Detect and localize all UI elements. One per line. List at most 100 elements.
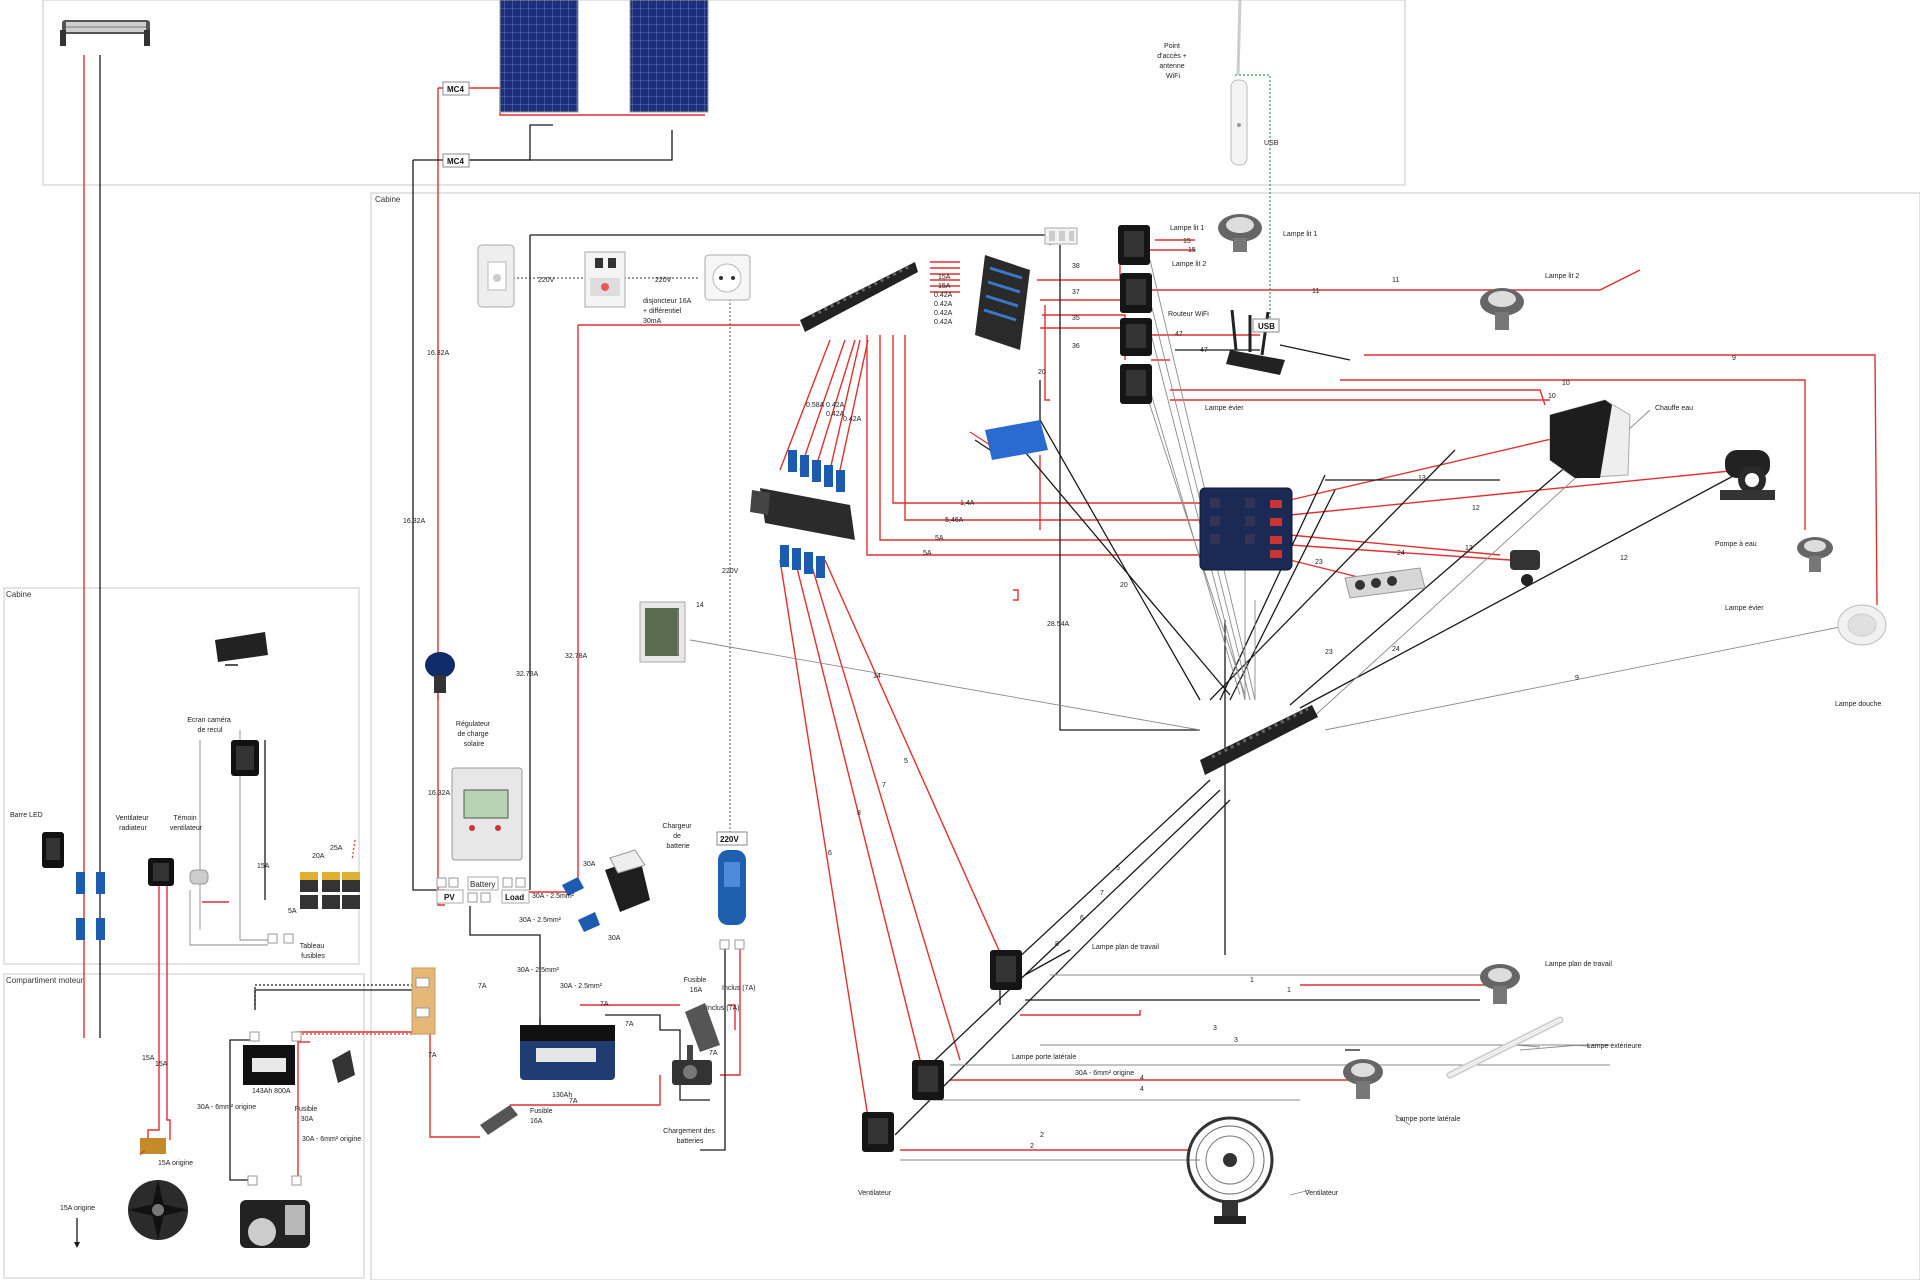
svg-text:16.32A: 16.32A xyxy=(427,350,450,357)
svg-text:32.78A: 32.78A xyxy=(516,671,539,678)
fan-switch-icon[interactable] xyxy=(148,858,174,886)
v220-b-label: 220V xyxy=(655,277,672,284)
svg-text:11: 11 xyxy=(1392,277,1399,284)
svg-text:30A - 2.5mm²: 30A - 2.5mm² xyxy=(517,967,560,974)
barre-led-label: Barre LED xyxy=(10,812,43,819)
svg-text:MC4: MC4 xyxy=(447,85,464,94)
wifi-router-icon xyxy=(1226,309,1285,375)
wifi-ap-label: Point d'accès + antenne WiFi xyxy=(1157,43,1189,80)
reverse-camera-screen-icon xyxy=(215,632,268,666)
svg-text:MC4: MC4 xyxy=(447,157,464,166)
engine-battery-minus xyxy=(249,1031,260,1042)
control-panel-icon xyxy=(1199,487,1293,571)
temoin-label: Témoin ventilateur xyxy=(170,815,203,832)
svg-text:12: 12 xyxy=(1472,505,1480,512)
fuse-blue-icon-1 xyxy=(562,877,584,896)
ecran-label: Ecran caméra de recul xyxy=(187,717,233,734)
v220-charger-tag: 220V xyxy=(716,831,748,846)
compressor-minus xyxy=(247,1175,258,1186)
charger-minus-terminal xyxy=(719,939,730,950)
zone-cabine-main-label: Cabine xyxy=(375,195,401,204)
svg-text:28.54A: 28.54A xyxy=(1047,621,1070,628)
pv-tag: PV xyxy=(436,877,464,904)
svg-text:4: 4 xyxy=(1140,1075,1144,1082)
usb-socket-single-icon xyxy=(1510,550,1540,586)
svg-text:15A origine: 15A origine xyxy=(158,1160,193,1167)
svg-text:220V: 220V xyxy=(720,835,739,844)
svg-text:30A - 2.5mm²: 30A - 2.5mm² xyxy=(560,983,603,990)
busbar-top-icon xyxy=(800,262,918,332)
lampe-plan-1-label: Lampe plan de travail xyxy=(1092,944,1159,951)
svg-text:30A - 6mm² origine: 30A - 6mm² origine xyxy=(197,1104,256,1111)
svg-text:1: 1 xyxy=(1287,987,1291,994)
svg-text:15A: 15A xyxy=(257,863,270,870)
switch-routeur-icon[interactable] xyxy=(1120,318,1152,356)
lampe-porte-1-label: Lampe porte latérale xyxy=(1012,1054,1076,1061)
fuse-holder-icon xyxy=(605,849,650,912)
svg-text:36: 36 xyxy=(1072,343,1080,350)
circuit-breaker-icon xyxy=(584,251,626,308)
battery-switch-icon[interactable] xyxy=(672,1045,712,1085)
svg-text:7A: 7A xyxy=(478,983,487,990)
fusible-16a-b-label: Fusible 16A xyxy=(530,1108,555,1125)
water-heater-icon xyxy=(1549,399,1631,479)
lampe-evier-label: Lampe évier xyxy=(1205,405,1244,412)
lamp-plan-travail-icon xyxy=(1480,964,1520,1004)
switch-lampe-lit-2-icon[interactable] xyxy=(1120,273,1152,313)
solar-panel-2-icon xyxy=(629,0,709,113)
svg-text:30A: 30A xyxy=(583,861,596,868)
svg-text:5A: 5A xyxy=(288,908,297,915)
ventilateur-2-label: Ventilateur xyxy=(1305,1190,1339,1197)
svg-text:1,4A: 1,4A xyxy=(960,500,975,507)
regulator-label: Régulateur de charge solaire xyxy=(456,721,492,748)
svg-text:20: 20 xyxy=(1120,582,1128,589)
ventilateur-1-label: Ventilateur xyxy=(858,1190,892,1197)
fuse-panel-icon xyxy=(300,872,360,909)
ground-arrow-head xyxy=(74,1242,80,1248)
fuse-ratings-top: 15A 15A 0.42A 0.42A 0.42A 0.42A xyxy=(934,274,954,326)
svg-text:Load: Load xyxy=(505,893,524,902)
zone-frames xyxy=(3,0,1920,1280)
svg-text:7: 7 xyxy=(882,782,886,789)
switch-lampe-lit-1-icon[interactable] xyxy=(1118,225,1150,265)
svg-text:30A - 6mm² origine: 30A - 6mm² origine xyxy=(302,1136,361,1143)
fusible-30a-label: Fusible 30A xyxy=(295,1106,320,1123)
led-bar-switch-icon[interactable] xyxy=(42,832,64,868)
svg-text:47: 47 xyxy=(1200,347,1208,354)
switch-porte-laterale-icon[interactable] xyxy=(912,1060,944,1100)
charger-plus-terminal xyxy=(734,939,745,950)
lampe-lit-1-b-label: Lampe lit 1 xyxy=(1283,231,1317,238)
svg-text:7A: 7A xyxy=(428,1052,437,1059)
svg-text:32.78A: 32.78A xyxy=(565,653,588,660)
camera-switch-icon[interactable] xyxy=(231,740,259,776)
fuse-30a-engine-icon xyxy=(332,1050,355,1083)
svg-text:23: 23 xyxy=(1325,649,1333,656)
fan-icon xyxy=(1186,1116,1274,1224)
svg-text:20A: 20A xyxy=(312,853,325,860)
compressor-plus xyxy=(291,1175,302,1186)
svg-text:13: 13 xyxy=(1465,545,1473,552)
svg-text:13: 13 xyxy=(1418,475,1426,482)
svg-text:5,46A: 5,46A xyxy=(945,517,964,524)
v220-a-label: 220V xyxy=(538,277,555,284)
svg-text:5A: 5A xyxy=(935,535,944,542)
svg-text:8: 8 xyxy=(1055,941,1059,948)
fuse-panel-minus xyxy=(267,933,278,944)
svg-text:16.32A: 16.32A xyxy=(428,790,451,797)
switch-plan-travail-icon[interactable] xyxy=(990,950,1022,990)
zone-cabine-left-label: Cabine xyxy=(6,590,32,599)
switch-ventilateur-icon[interactable] xyxy=(862,1112,894,1152)
lamp-douche-icon xyxy=(1837,604,1887,646)
svg-text:7A: 7A xyxy=(569,1098,578,1105)
blue-switch-icon[interactable] xyxy=(425,652,455,693)
breaker-label: disjoncteur 16A + différentiel 30mA xyxy=(643,298,693,325)
fridge-icon xyxy=(639,601,686,663)
solar-panel-1-icon xyxy=(499,0,579,113)
battery-130-label: 130Ah xyxy=(552,1092,572,1099)
svg-text:4: 4 xyxy=(1140,1086,1144,1093)
mc4-tag-bottom: MC4 xyxy=(442,153,470,168)
switch-lampe-evier-icon[interactable] xyxy=(1120,364,1152,404)
compressor-icon xyxy=(240,1200,310,1248)
usb-socket-block-icon xyxy=(1344,567,1426,599)
indicator-lamp-icon xyxy=(189,869,209,885)
